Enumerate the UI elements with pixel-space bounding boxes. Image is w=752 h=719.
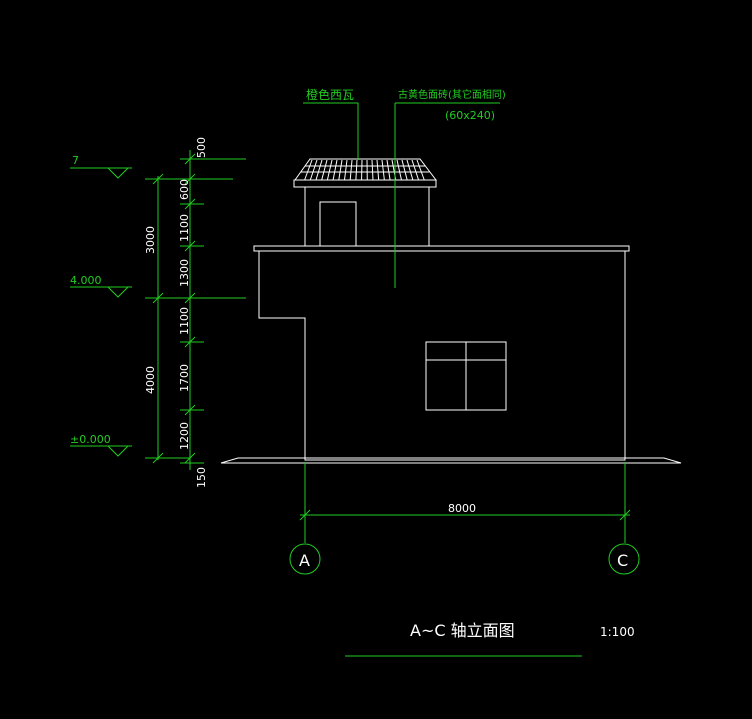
dim-1200: 1200	[178, 422, 191, 450]
elevation-markers: 7 4.000 ±0.000	[70, 154, 132, 457]
dim-4000: 4000	[144, 366, 157, 394]
roof-tile-line	[416, 159, 425, 181]
roof-tile-line	[406, 159, 414, 181]
elevation-top: 7	[70, 154, 132, 179]
wall-tile-label: 古黄色面砖(其它面相同)	[398, 88, 506, 101]
dim-1100b: 1100	[178, 307, 191, 335]
roof-tile-line	[401, 159, 408, 181]
dim-1300: 1300	[178, 259, 191, 287]
svg-text:7: 7	[72, 154, 79, 167]
roof-tile-line	[309, 159, 318, 181]
main-wall	[258, 251, 626, 461]
title-block: A~C 轴立面图 1:100	[345, 621, 635, 657]
wall-tile-size: (60x240)	[445, 109, 495, 122]
roof-tile-line	[349, 159, 353, 181]
roof-tile-line	[376, 159, 380, 181]
elevation-mid: 4.000	[70, 274, 132, 298]
horizontal-dimension: 8000	[299, 462, 631, 543]
svg-text:±0.000: ±0.000	[70, 433, 111, 446]
roof-tile-line	[315, 159, 323, 181]
roof-slab	[253, 245, 630, 252]
tiled-roof	[293, 158, 438, 188]
roof-tile-label: 橙色西瓦	[306, 87, 354, 102]
vertical-dimensions: 3000 4000 500 600 1100 1300 1100 1700 12…	[144, 137, 246, 488]
axis-a-marker: A	[289, 543, 321, 575]
material-leaders: 橙色西瓦 古黄色面砖(其它面相同) (60x240)	[303, 87, 506, 288]
roof-tile-line	[304, 159, 313, 181]
roof-tile-line	[411, 159, 420, 181]
roof-tile-line	[343, 159, 348, 181]
roof-tile-line	[386, 159, 391, 181]
svg-text:A: A	[299, 551, 310, 570]
dim-3000: 3000	[144, 226, 157, 254]
dim-500: 500	[195, 137, 208, 158]
roof-tile-line	[332, 159, 338, 181]
roof-tile-line	[355, 159, 358, 181]
roof-tile-line	[381, 159, 385, 181]
roof-tile-line	[326, 159, 333, 181]
roof-tile-line	[338, 159, 343, 181]
svg-text:C: C	[617, 551, 628, 570]
window	[425, 341, 507, 411]
roof-stair-room	[304, 186, 430, 247]
dim-1700: 1700	[178, 364, 191, 392]
dim-1100a: 1100	[178, 214, 191, 242]
roof-tile-line	[396, 159, 402, 181]
building-outline	[220, 158, 682, 464]
elevation-ground: ±0.000	[70, 433, 132, 457]
stair-room-door	[319, 201, 357, 247]
dim-150: 150	[195, 467, 208, 488]
roof-tile-line	[321, 159, 328, 181]
axis-c-marker: C	[608, 543, 640, 575]
svg-text:4.000: 4.000	[70, 274, 102, 287]
axis-markers: A C	[289, 543, 640, 575]
drawing-title: A~C 轴立面图	[410, 621, 515, 640]
roof-tile-line	[371, 159, 374, 181]
dim-8000: 8000	[448, 502, 476, 515]
drawing-scale: 1:100	[600, 625, 635, 639]
dim-600: 600	[178, 179, 191, 200]
